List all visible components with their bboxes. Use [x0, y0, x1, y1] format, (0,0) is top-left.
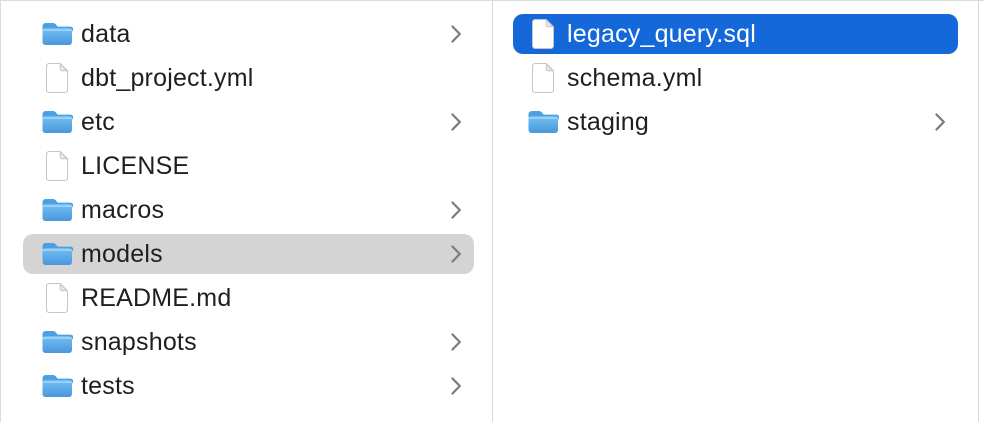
folder-icon — [527, 106, 559, 138]
file-label: legacy_query.sql — [567, 19, 756, 48]
file-row-README.md[interactable]: README.md — [23, 278, 474, 318]
chevron-right-icon — [450, 24, 462, 44]
folder-row-tests[interactable]: tests — [23, 366, 474, 406]
folder-icon — [41, 106, 73, 138]
document-icon — [41, 282, 73, 314]
file-row-schema.yml[interactable]: schema.yml — [513, 58, 958, 98]
chevron-right-icon — [450, 244, 462, 264]
file-label: snapshots — [81, 327, 197, 356]
column-2: legacy_query.sql — [493, 1, 979, 422]
file-label: README.md — [81, 283, 232, 312]
folder-row-etc[interactable]: etc — [23, 102, 474, 142]
folder-icon — [41, 194, 73, 226]
folder-row-staging[interactable]: staging — [513, 102, 958, 142]
file-label: LICENSE — [81, 151, 190, 180]
file-label: data — [81, 19, 131, 48]
document-icon — [41, 150, 73, 182]
chevron-right-icon — [934, 112, 946, 132]
chevron-right-icon — [450, 332, 462, 352]
folder-row-data[interactable]: data — [23, 14, 474, 54]
file-label: staging — [567, 107, 650, 136]
document-icon — [527, 62, 559, 94]
file-row-dbt_project.yml[interactable]: dbt_project.yml — [23, 58, 474, 98]
folder-row-snapshots[interactable]: snapshots — [23, 322, 474, 362]
chevron-right-icon — [450, 200, 462, 220]
folder-icon — [41, 238, 73, 270]
file-label: dbt_project.yml — [81, 63, 254, 92]
file-row-LICENSE[interactable]: LICENSE — [23, 146, 474, 186]
file-label: schema.yml — [567, 63, 703, 92]
chevron-right-icon — [450, 112, 462, 132]
next-column-spacer — [979, 1, 984, 422]
file-label: macros — [81, 195, 165, 224]
file-row-legacy_query.sql[interactable]: legacy_query.sql — [513, 14, 958, 54]
folder-row-models[interactable]: models — [23, 234, 474, 274]
file-label: etc — [81, 107, 115, 136]
chevron-right-icon — [450, 376, 462, 396]
folder-icon — [41, 326, 73, 358]
file-label: models — [81, 239, 163, 268]
document-icon — [527, 18, 559, 50]
file-label: tests — [81, 371, 135, 400]
column-1: data — [1, 1, 493, 422]
folder-icon — [41, 18, 73, 50]
document-icon — [41, 62, 73, 94]
folder-icon — [41, 370, 73, 402]
folder-row-macros[interactable]: macros — [23, 190, 474, 230]
